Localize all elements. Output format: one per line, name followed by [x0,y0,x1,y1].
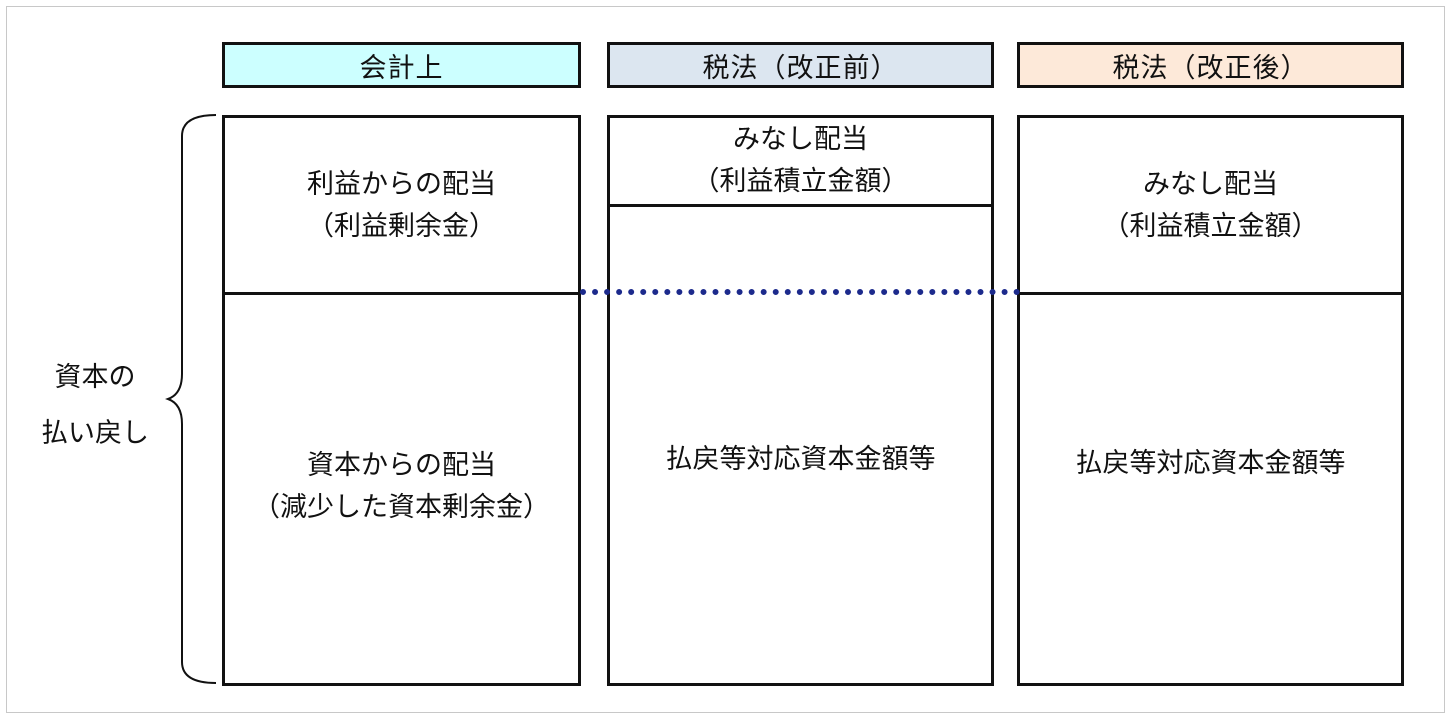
tax-after-divider [1020,292,1401,295]
tax-before-upper-line1: みなし配当 [733,124,868,155]
tax-after-upper-cell: みなし配当 （利益積立金額） [1020,118,1401,293]
tax-before-upper-line2: （利益積立金額） [692,166,909,197]
accounting-upper-line2: （利益剰余金） [307,210,496,242]
diagram-frame [6,6,1445,713]
side-label-line1: 資本の [54,362,136,393]
tax-before-upper-cell: みなし配当 （利益積立金額） [610,118,991,204]
side-label-capital-return: 資本の 払い戻し [30,350,160,462]
accounting-divider [225,292,578,295]
accounting-lower-line1: 資本からの配当 [307,450,496,481]
accounting-lower-cell: 資本からの配当 （減少した資本剰余金） [225,295,578,686]
header-tax-after-label: 税法（改正後） [1112,52,1309,84]
tax-before-divider [610,204,991,207]
side-label-line2: 払い戻し [41,418,149,449]
accounting-upper-line1: 利益からの配当 [307,168,496,200]
tax-after-lower-line1: 払戻等対応資本金額等 [1075,448,1346,479]
column-tax-after: みなし配当 （利益積立金額） 払戻等対応資本金額等 [1017,115,1404,686]
column-accounting: 利益からの配当 （利益剰余金） 資本からの配当 （減少した資本剰余金） [222,115,581,686]
accounting-upper-cell: 利益からの配当 （利益剰余金） [225,118,578,293]
tax-after-lower-cell: 払戻等対応資本金額等 [1020,295,1401,686]
header-accounting: 会計上 [222,42,581,88]
tax-before-lower-line1: 払戻等対応資本金額等 [665,444,936,475]
tax-before-lower-cell: 払戻等対応資本金額等 [610,207,991,686]
column-tax-before: みなし配当 （利益積立金額） 払戻等対応資本金額等 [607,115,994,686]
header-tax-after: 税法（改正後） [1017,42,1404,88]
tax-after-upper-line1: みなし配当 [1143,168,1278,200]
curly-brace-icon [165,114,217,684]
accounting-lower-line2: （減少した資本剰余金） [253,492,550,523]
header-accounting-label: 会計上 [359,52,444,84]
header-tax-before: 税法（改正前） [607,42,994,88]
header-tax-before-label: 税法（改正前） [702,52,899,84]
tax-after-upper-line2: （利益積立金額） [1102,210,1319,242]
dotted-boundary-line [580,289,1020,295]
